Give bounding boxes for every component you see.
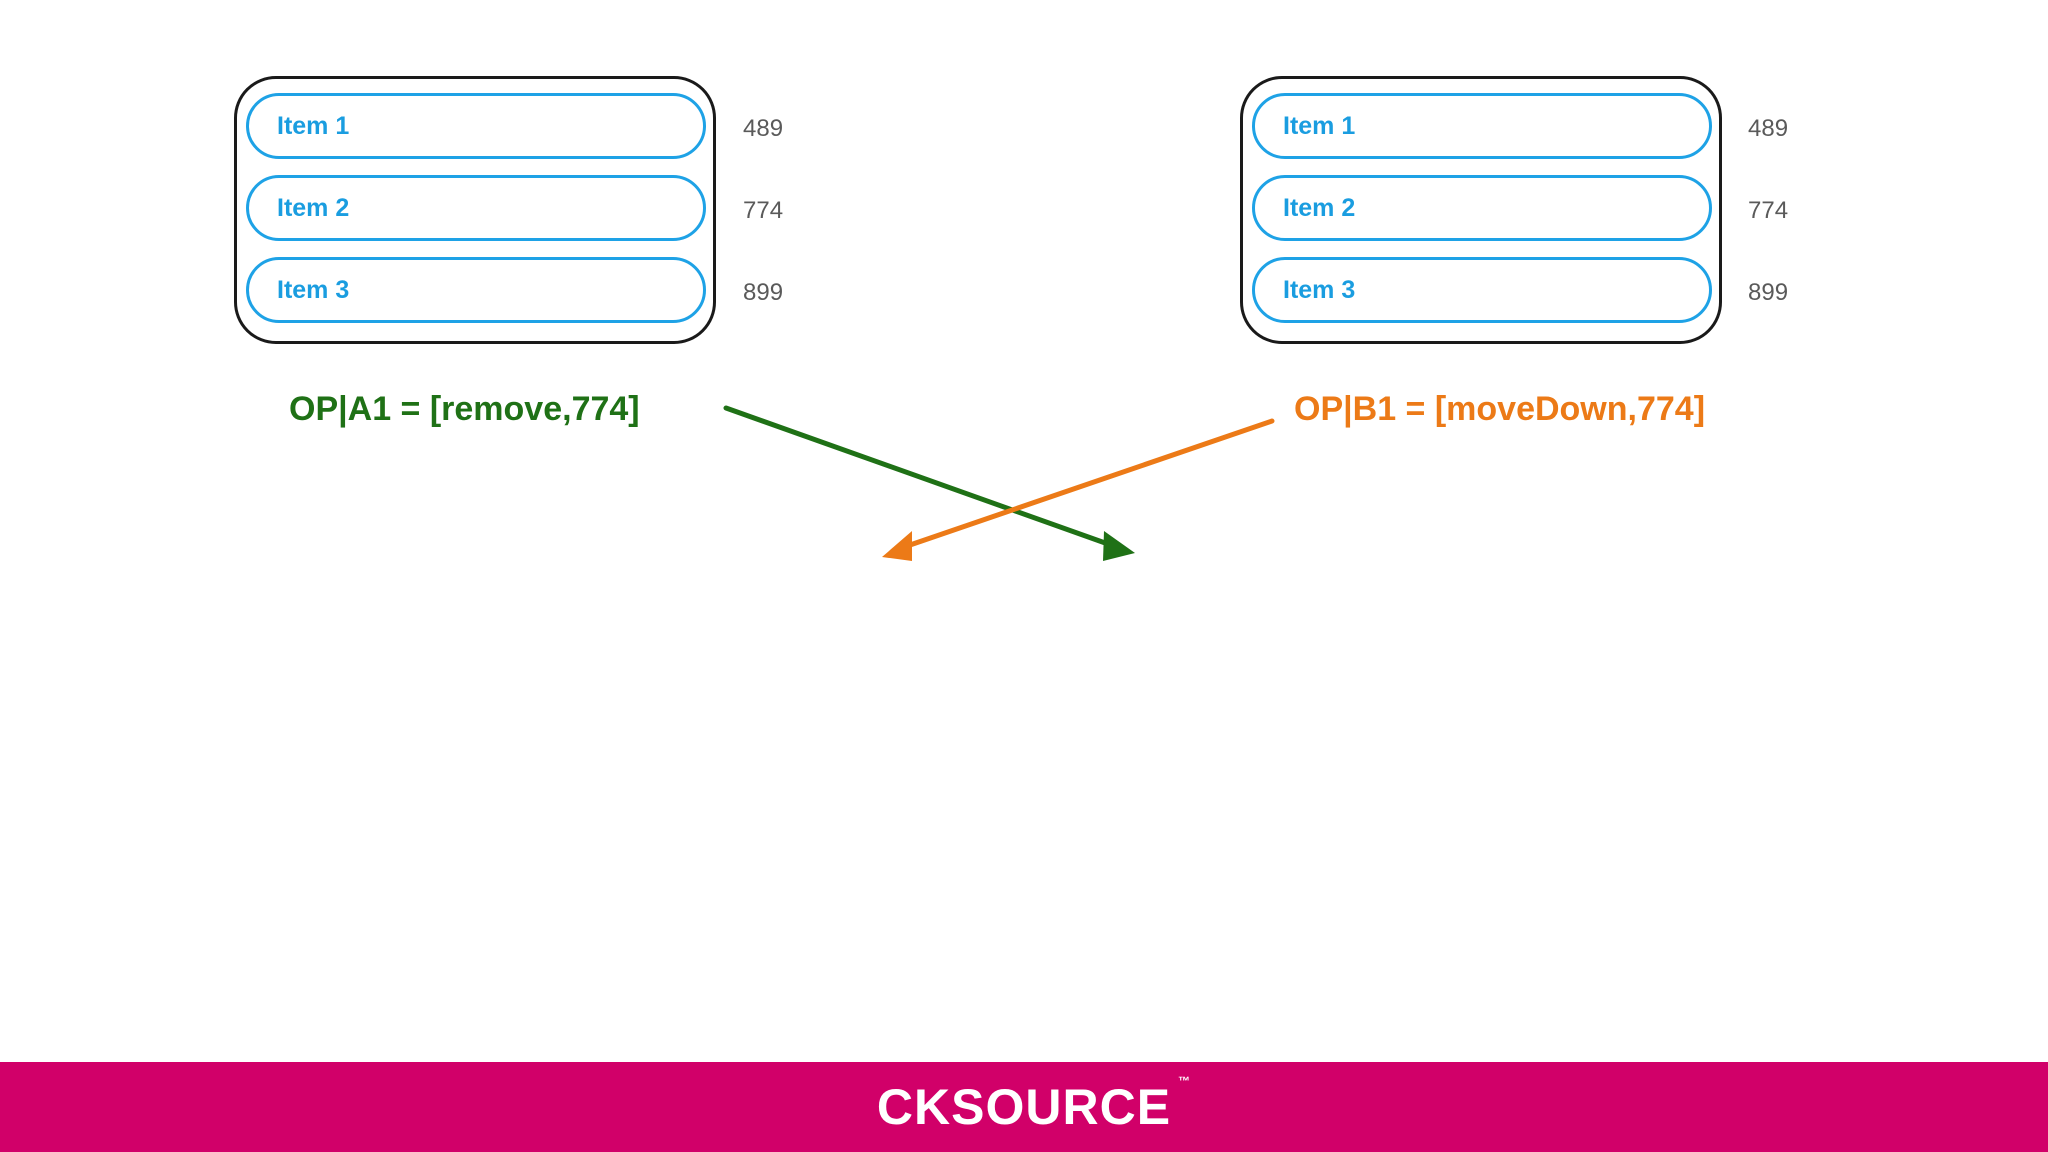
arrow-a-line xyxy=(723,405,1111,547)
list-item: Item 1 xyxy=(1252,93,1712,159)
item-label: Item 3 xyxy=(1283,275,1356,304)
trademark-symbol: ™ xyxy=(1178,1074,1192,1088)
right-list-panel: Item 1 Item 2 Item 3 xyxy=(1240,76,1722,344)
item-label: Item 3 xyxy=(277,275,350,304)
item-label: Item 1 xyxy=(277,111,350,140)
item-id: 489 xyxy=(743,115,784,142)
left-list-panel: Item 1 Item 2 Item 3 xyxy=(234,76,716,344)
footer-bar: CKSOURCE ™ xyxy=(0,1062,2048,1152)
arrow-b-head xyxy=(882,531,912,561)
item-id: 899 xyxy=(743,279,784,306)
list-item: Item 2 xyxy=(1252,175,1712,241)
list-item: Item 2 xyxy=(246,175,706,241)
item-label: Item 2 xyxy=(1283,193,1356,222)
item-id: 774 xyxy=(1748,197,1789,224)
arrow-a-head xyxy=(1103,531,1135,561)
arrow-b-line xyxy=(907,418,1275,548)
logo-text: CKSOURCE xyxy=(876,1079,1172,1135)
list-item: Item 3 xyxy=(246,257,706,323)
list-item: Item 1 xyxy=(246,93,706,159)
operation-b-label: OP|B1 = [moveDown,774] xyxy=(1294,390,1706,428)
cksource-logo: CKSOURCE ™ xyxy=(876,1074,1190,1136)
item-id: 489 xyxy=(1748,115,1789,142)
item-id: 774 xyxy=(743,197,784,224)
item-label: Item 1 xyxy=(1283,111,1356,140)
item-label: Item 2 xyxy=(277,193,350,222)
list-item: Item 3 xyxy=(1252,257,1712,323)
item-id: 899 xyxy=(1748,279,1789,306)
operation-a-label: OP|A1 = [remove,774] xyxy=(289,390,640,428)
